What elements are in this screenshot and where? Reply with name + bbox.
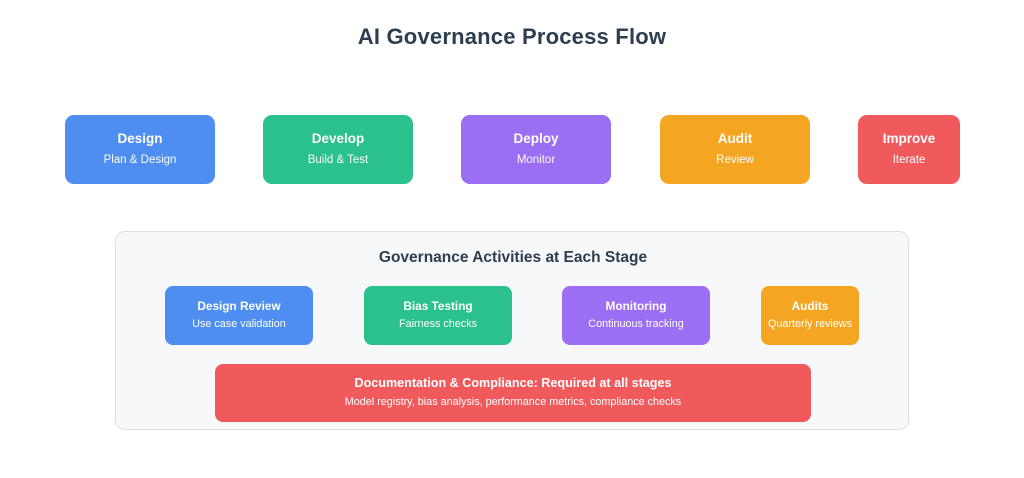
activity-card-sublabel: Fairness checks	[398, 318, 477, 331]
activity-card-title: Design Review	[197, 299, 281, 314]
flow-stage-sublabel: Iterate	[892, 154, 926, 167]
documentation-compliance-banner[interactable]: Documentation & Compliance: Required at …	[215, 364, 811, 422]
activity-card-sublabel: Use case validation	[192, 318, 286, 331]
activity-card-title: Monitoring	[605, 299, 667, 314]
flow-stage-design[interactable]: Design Plan & Design	[65, 115, 215, 184]
flow-stage-title: Design	[117, 131, 163, 147]
flow-stage-improve[interactable]: Improve Iterate	[858, 115, 960, 184]
governance-activities-panel: Governance Activities at Each Stage Desi…	[115, 231, 909, 430]
banner-title: Documentation & Compliance: Required at …	[354, 375, 672, 390]
flow-stage-title: Improve	[882, 131, 936, 147]
activity-card-monitoring[interactable]: Monitoring Continuous tracking	[562, 286, 710, 345]
flow-stage-develop[interactable]: Develop Build & Test	[263, 115, 413, 184]
activity-card-audits[interactable]: Audits Quarterly reviews	[761, 286, 859, 345]
flow-stage-sublabel: Plan & Design	[103, 154, 177, 167]
page-title: AI Governance Process Flow	[357, 24, 667, 49]
banner-subtitle: Model registry, bias analysis, performan…	[344, 396, 682, 409]
activity-card-sublabel: Continuous tracking	[588, 318, 684, 331]
flow-stage-sublabel: Review	[716, 154, 754, 167]
activity-card-title: Audits	[791, 299, 829, 314]
flow-stage-sublabel: Build & Test	[307, 154, 369, 167]
flow-stage-audit[interactable]: Audit Review	[660, 115, 810, 184]
panel-heading: Governance Activities at Each Stage	[378, 249, 648, 266]
activity-card-title: Bias Testing	[403, 299, 473, 314]
process-flow-row: Design Plan & Design Develop Build & Tes…	[0, 115, 1024, 273]
activity-card-design-review[interactable]: Design Review Use case validation	[165, 286, 313, 345]
activity-card-sublabel: Quarterly reviews	[768, 318, 852, 331]
flow-stage-title: Develop	[311, 131, 365, 147]
flow-stage-deploy[interactable]: Deploy Monitor	[461, 115, 611, 184]
activity-card-bias-testing[interactable]: Bias Testing Fairness checks	[364, 286, 512, 345]
flow-stage-title: Deploy	[513, 131, 559, 147]
flow-stage-sublabel: Monitor	[516, 154, 556, 167]
flow-stage-title: Audit	[717, 131, 753, 147]
